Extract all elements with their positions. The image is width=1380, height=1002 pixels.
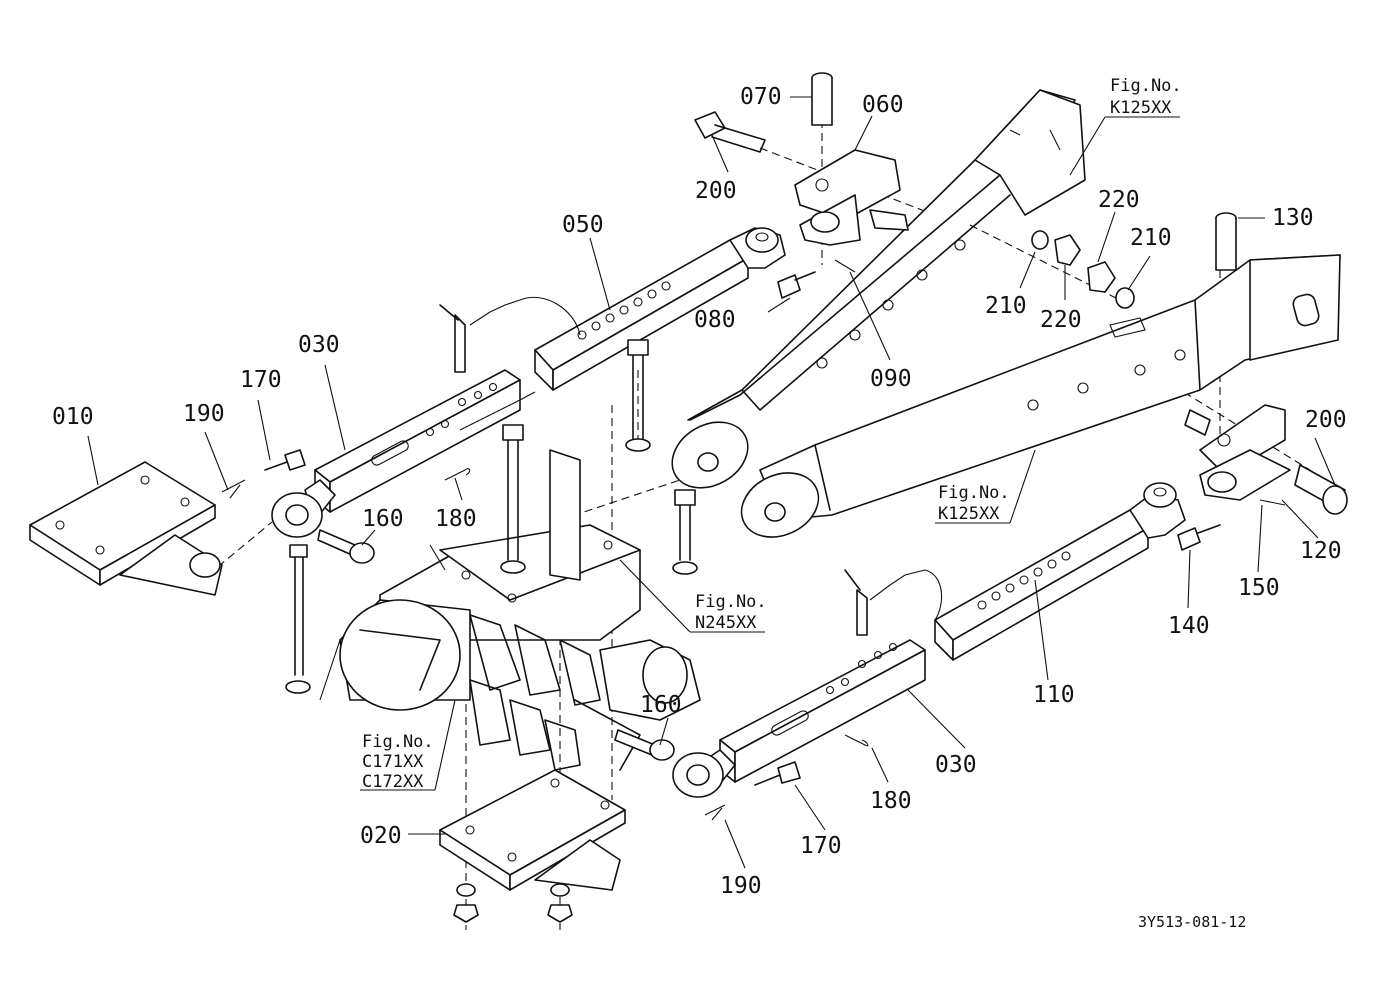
label-120: 120 [1300, 538, 1342, 564]
bolt-200-right [1294, 464, 1348, 515]
housing-block [339, 449, 701, 771]
label-060: 060 [862, 92, 904, 118]
label-070: 070 [740, 84, 782, 110]
top-link-110 [934, 482, 1186, 661]
pin-160-lower [614, 729, 675, 761]
label-160-lower: 160 [640, 692, 682, 718]
ref-c171-line2: C171XX [362, 752, 424, 772]
pin-160-upper [317, 529, 375, 564]
nuts-210-220 [1031, 230, 1135, 309]
bolt-200-top [694, 111, 766, 153]
label-090: 090 [870, 366, 912, 392]
label-020: 020 [360, 823, 402, 849]
part-labels: 010 020 030 030 050 060 070 080 090 110 … [52, 84, 1347, 899]
ref-k125-top-line1: Fig.No. [1110, 76, 1182, 96]
label-080: 080 [694, 307, 736, 333]
ref-n245-line2: N245XX [695, 613, 757, 633]
lower-link-frame-upper [671, 89, 1086, 489]
figure-reference-labels: Fig.No. K125XX Fig.No. K125XX Fig.No. N2… [362, 76, 1182, 792]
label-160-upper: 160 [362, 506, 404, 532]
cotter-pins [221, 259, 1286, 821]
check-chain-030-upper [271, 296, 581, 538]
ref-k125-mid-line1: Fig.No. [938, 483, 1010, 503]
pin-080 [777, 271, 816, 299]
pin-140 [1177, 524, 1221, 551]
bracket-120 [1184, 404, 1291, 501]
label-190-lower: 190 [720, 873, 762, 899]
long-bolts [285, 339, 698, 694]
ref-n245-line1: Fig.No. [695, 592, 767, 612]
label-210-left: 210 [985, 293, 1027, 319]
lower-link-frame-lower [740, 254, 1341, 538]
bolt-170-lower [754, 761, 801, 786]
plate-020 [439, 769, 626, 891]
top-link-050 [534, 227, 786, 391]
plate-010 [29, 461, 223, 596]
label-140: 140 [1168, 613, 1210, 639]
label-170-lower: 170 [800, 833, 842, 859]
ref-k125-top-line2: K125XX [1110, 98, 1172, 118]
label-110: 110 [1033, 682, 1075, 708]
ref-c171-line1: Fig.No. [362, 732, 434, 752]
label-190-upper: 190 [183, 401, 225, 427]
label-180-upper: 180 [435, 506, 477, 532]
label-200-top: 200 [695, 178, 737, 204]
lower-nuts [453, 883, 573, 923]
label-030-upper: 030 [298, 332, 340, 358]
ref-k125-mid-line2: K125XX [938, 504, 1000, 524]
pin-070 [811, 72, 833, 126]
bolt-170-upper [264, 449, 306, 471]
label-050: 050 [562, 212, 604, 238]
drawing-code: 3Y513-081-12 [1138, 913, 1246, 931]
label-150: 150 [1238, 575, 1280, 601]
label-200-right: 200 [1305, 407, 1347, 433]
label-130: 130 [1272, 205, 1314, 231]
leader-lines [87, 96, 1336, 869]
label-030-lower: 030 [935, 752, 977, 778]
check-chain-030-lower [672, 569, 943, 798]
label-170-upper: 170 [240, 367, 282, 393]
label-220-lower: 220 [1040, 307, 1082, 333]
label-010: 010 [52, 404, 94, 430]
label-180-lower: 180 [870, 788, 912, 814]
label-220-upper: 220 [1098, 187, 1140, 213]
figure-reference-brackets [319, 116, 1180, 791]
pin-130 [1215, 212, 1237, 271]
label-210-right: 210 [1130, 225, 1172, 251]
ref-c171-line3: C172XX [362, 772, 424, 792]
bracket-060 [794, 149, 909, 246]
